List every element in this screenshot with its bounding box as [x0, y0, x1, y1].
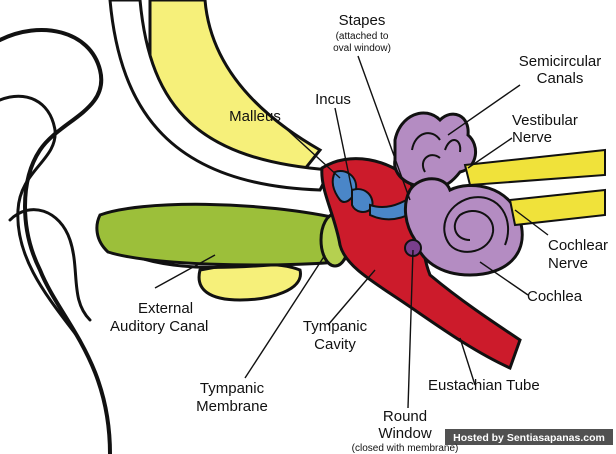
watermark-text: Hosted by Sentiasapanas.com	[453, 432, 605, 444]
eustachian-tube-label: Eustachian Tube	[428, 377, 540, 394]
cochlea-spiral	[443, 196, 510, 253]
leader-lines	[154, 55, 549, 409]
external-auditory-canal-label-line1: External	[138, 300, 193, 317]
tympanic-membrane-label-line1: Tympanic	[200, 380, 265, 397]
tympanic-membrane-label-line2: Membrane	[196, 398, 268, 415]
nerves	[463, 148, 606, 227]
watermark: Hosted by Sentiasapanas.com	[445, 429, 613, 445]
labels: Stapes (attached to oval window) Semicir…	[110, 12, 608, 454]
round-window-label-line2: Window	[378, 425, 432, 442]
vestibular-nerve-label-line1: Vestibular	[512, 112, 578, 129]
stapes-note-line2: oval window)	[333, 43, 391, 54]
tympanic-cavity-label-line1: Tympanic	[303, 318, 368, 335]
stapes-label: Stapes	[339, 12, 386, 29]
external-auditory-canal	[95, 202, 356, 267]
tympanic-cavity-label-line2: Cavity	[314, 336, 356, 353]
temporal-bone	[108, 0, 333, 302]
malleus-label: Malleus	[229, 108, 281, 125]
cochlear-nerve-shape	[508, 188, 606, 227]
semicircular-canals-label-line2: Canals	[537, 70, 584, 87]
round-window-note: (closed with membrane)	[352, 443, 459, 454]
outer-ear	[0, 28, 112, 454]
cochlear-nerve-label-line2: Nerve	[548, 255, 588, 272]
vestibular-nerve-shape	[463, 148, 606, 187]
inner-ear	[393, 111, 524, 277]
incus-label: Incus	[315, 91, 351, 108]
lower-bone-region	[197, 262, 302, 302]
watermark-background	[445, 429, 613, 445]
semicircular-canals-label-line1: Semicircular	[519, 53, 602, 70]
stapes-note-line1: (attached to	[336, 31, 389, 42]
round-window-label-line1: Round	[383, 408, 427, 425]
external-auditory-canal-label-line2: Auditory Canal	[110, 318, 208, 335]
cochlea-label: Cochlea	[527, 288, 583, 305]
cochlear-nerve-label-line1: Cochlear	[548, 237, 608, 254]
vestibular-nerve-label-line2: Nerve	[512, 129, 552, 146]
